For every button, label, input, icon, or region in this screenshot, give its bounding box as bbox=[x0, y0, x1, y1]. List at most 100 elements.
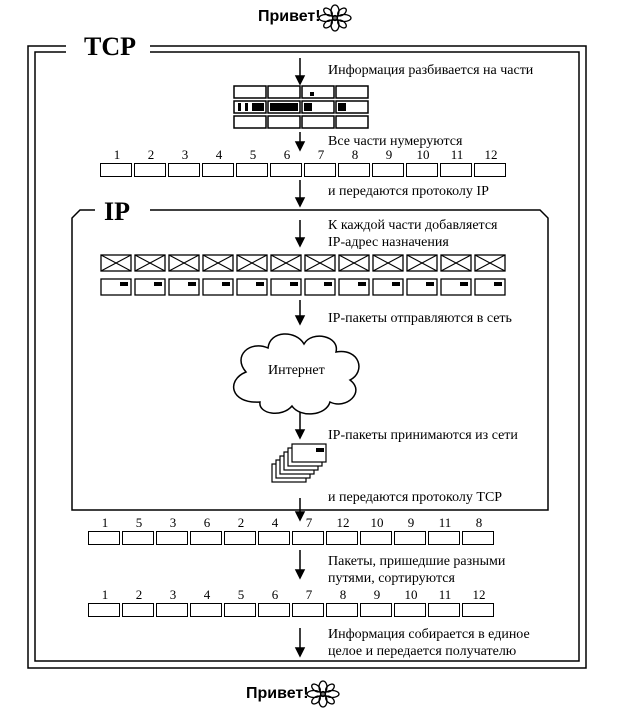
data-segment bbox=[292, 603, 324, 617]
segment-number: 7 bbox=[317, 147, 325, 162]
step-sort-2: путями, сортируются bbox=[328, 571, 455, 586]
ip-packet bbox=[168, 278, 200, 296]
address-envelope bbox=[100, 254, 132, 272]
greeting-top: Привет! bbox=[258, 8, 321, 26]
step-split: Информация разбивается на части bbox=[328, 63, 534, 78]
data-segment bbox=[122, 603, 154, 617]
segment-number: 11 bbox=[438, 587, 452, 602]
data-segment bbox=[428, 603, 460, 617]
segment-number: 2 bbox=[147, 147, 155, 162]
segment-number: 12 bbox=[336, 515, 350, 530]
address-envelope bbox=[202, 254, 234, 272]
internet-cloud bbox=[232, 333, 360, 415]
data-segment bbox=[190, 531, 222, 545]
data-segment bbox=[88, 603, 120, 617]
segment-number: 6 bbox=[271, 587, 279, 602]
step-send: IP-пакеты отправляются в сеть bbox=[328, 311, 512, 326]
greeting-bottom: Привет! bbox=[246, 685, 309, 703]
segment-number: 8 bbox=[339, 587, 347, 602]
data-segment bbox=[462, 603, 494, 617]
ip-packet bbox=[270, 278, 302, 296]
ip-title: IP bbox=[100, 198, 134, 226]
address-envelope bbox=[474, 254, 506, 272]
step-sort-1: Пакеты, пришедшие разными bbox=[328, 554, 506, 569]
segment-number: 3 bbox=[169, 587, 177, 602]
step-add-addr-1: К каждой части добавляется bbox=[328, 218, 498, 233]
ip-packet bbox=[202, 278, 234, 296]
segment-number: 4 bbox=[271, 515, 279, 530]
segment-number: 10 bbox=[370, 515, 384, 530]
step-assemble-1: Информация собирается в единое bbox=[328, 627, 530, 642]
data-segment bbox=[338, 163, 370, 177]
segment-number: 8 bbox=[475, 515, 483, 530]
segment-number: 11 bbox=[450, 147, 464, 162]
data-segment bbox=[100, 163, 132, 177]
segment-number: 1 bbox=[113, 147, 121, 162]
segment-number: 8 bbox=[351, 147, 359, 162]
ip-frame bbox=[71, 209, 549, 511]
data-segment bbox=[236, 163, 268, 177]
data-segment bbox=[292, 531, 324, 545]
data-segment bbox=[394, 531, 426, 545]
greeting-text-bottom: Привет! bbox=[246, 685, 309, 702]
flow-arrows bbox=[294, 58, 306, 658]
data-segment bbox=[304, 163, 336, 177]
segment-number: 1 bbox=[101, 587, 109, 602]
tcp-frame bbox=[27, 45, 587, 669]
address-envelope bbox=[168, 254, 200, 272]
segment-number: 2 bbox=[237, 515, 245, 530]
segment-number: 1 bbox=[101, 515, 109, 530]
segment-number: 6 bbox=[283, 147, 291, 162]
segment-number: 9 bbox=[407, 515, 415, 530]
step-add-addr-2: IP-адрес назначения bbox=[328, 235, 449, 250]
segment-number: 5 bbox=[249, 147, 257, 162]
segment-number: 5 bbox=[237, 587, 245, 602]
ip-packet bbox=[304, 278, 336, 296]
segment-number: 4 bbox=[215, 147, 223, 162]
data-segment bbox=[270, 163, 302, 177]
segment-number: 10 bbox=[404, 587, 418, 602]
data-segment bbox=[156, 531, 188, 545]
split-grid-fills bbox=[238, 92, 346, 111]
step-to-ip: и передаются протоколу IP bbox=[328, 184, 489, 199]
segment-number: 2 bbox=[135, 587, 143, 602]
address-envelope bbox=[270, 254, 302, 272]
flower-icon bbox=[318, 4, 352, 32]
data-segment bbox=[360, 531, 392, 545]
data-segment bbox=[258, 603, 290, 617]
data-segment bbox=[428, 531, 460, 545]
segment-number: 7 bbox=[305, 587, 313, 602]
segment-number: 9 bbox=[373, 587, 381, 602]
data-segment bbox=[394, 603, 426, 617]
ip-packet bbox=[134, 278, 166, 296]
address-envelope bbox=[236, 254, 268, 272]
segment-number: 3 bbox=[169, 515, 177, 530]
greeting-text: Привет! bbox=[258, 8, 321, 25]
segment-number: 11 bbox=[438, 515, 452, 530]
ip-packet bbox=[100, 278, 132, 296]
data-segment bbox=[202, 163, 234, 177]
ip-packet bbox=[440, 278, 472, 296]
data-segment bbox=[122, 531, 154, 545]
address-envelope bbox=[134, 254, 166, 272]
segment-number: 3 bbox=[181, 147, 189, 162]
step-numbered: Все части нумеруются bbox=[328, 134, 463, 149]
data-segment bbox=[406, 163, 438, 177]
data-segment bbox=[462, 531, 494, 545]
segment-number: 4 bbox=[203, 587, 211, 602]
ip-packet bbox=[236, 278, 268, 296]
segment-number: 12 bbox=[472, 587, 486, 602]
data-segment bbox=[224, 603, 256, 617]
tcp-title: TCP bbox=[80, 33, 140, 61]
step-receive: IP-пакеты принимаются из сети bbox=[328, 428, 518, 443]
data-segment bbox=[474, 163, 506, 177]
address-envelope bbox=[406, 254, 438, 272]
ip-packet bbox=[474, 278, 506, 296]
ip-packet bbox=[338, 278, 370, 296]
address-envelope bbox=[304, 254, 336, 272]
flower-icon bbox=[306, 680, 340, 708]
segment-number: 9 bbox=[385, 147, 393, 162]
data-segment bbox=[168, 163, 200, 177]
cloud-label: Интернет bbox=[268, 363, 325, 378]
